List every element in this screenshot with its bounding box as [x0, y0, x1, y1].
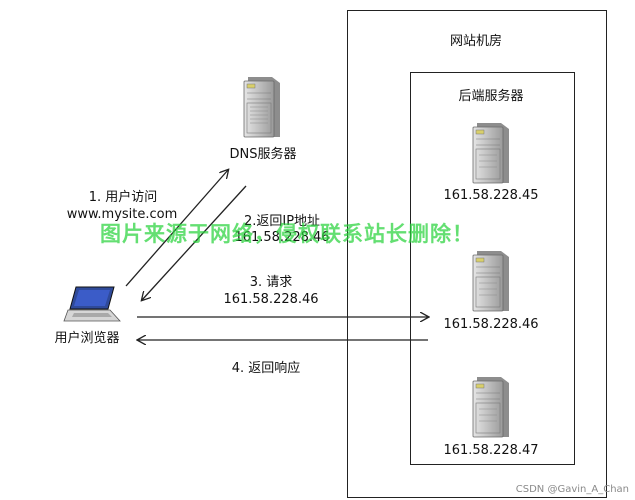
arrow-step2-dns-response	[142, 185, 247, 300]
backend-servers-box	[410, 72, 575, 465]
backend-server-1-icon	[472, 123, 509, 184]
backend-server-3-icon	[472, 377, 509, 438]
step4-title: 4. 返回响应	[231, 361, 301, 376]
csdn-credit: CSDN @Gavin_A_Chan	[515, 484, 629, 495]
dns-server-label: DNS服务器	[229, 147, 297, 162]
step3-title: 3. 请求	[249, 275, 293, 290]
machine-room-box	[347, 10, 607, 498]
machine-room-label: 网站机房	[449, 34, 503, 49]
backend-server-2-ip: 161.58.228.46	[443, 317, 539, 332]
dns-server-icon	[243, 77, 280, 138]
laptop-icon	[63, 286, 121, 322]
watermark-text: 图片来源于网络，侵权联系站长删除！	[100, 222, 474, 246]
step1-title: 1. 用户访问	[88, 190, 158, 205]
step2-detail: 161.58.228.46	[234, 230, 330, 245]
backend-server-2-icon	[472, 251, 509, 312]
backend-server-1-ip: 161.58.228.45	[443, 188, 539, 203]
backend-server-3-ip: 161.58.228.47	[443, 443, 539, 458]
step3-detail: 161.58.228.46	[223, 292, 319, 307]
arrow-step1-request-dns	[125, 170, 228, 287]
browser-label: 用户浏览器	[54, 331, 120, 346]
step2-title: 2.返回IP地址	[243, 214, 321, 229]
backend-servers-label: 后端服务器	[458, 89, 524, 104]
step1-detail: www.mysite.com	[66, 207, 178, 222]
